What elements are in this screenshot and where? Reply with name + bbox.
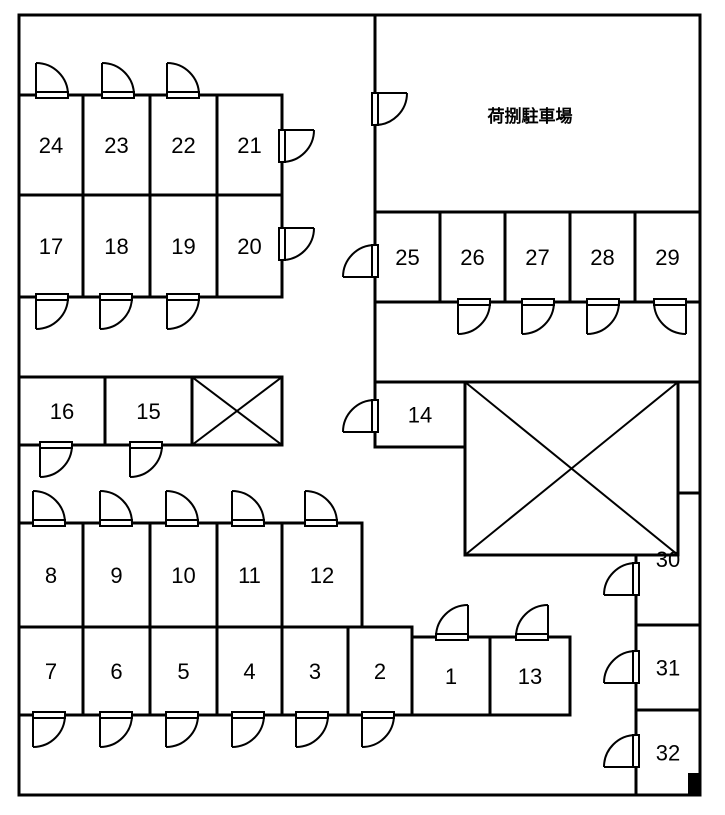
door-icon xyxy=(231,490,265,527)
room-number: 21 xyxy=(237,133,261,158)
room-number: 17 xyxy=(39,234,63,259)
room-number: 19 xyxy=(171,234,195,259)
room-4 xyxy=(215,625,284,717)
room-number: 8 xyxy=(45,563,57,588)
room-number: 15 xyxy=(136,399,160,424)
door-icon xyxy=(515,604,549,641)
room-number: 28 xyxy=(590,245,614,270)
door-icon xyxy=(603,562,640,596)
door-icon xyxy=(32,711,66,748)
door-icon xyxy=(165,490,199,527)
door-icon xyxy=(35,62,69,99)
door-icon xyxy=(278,227,315,261)
door-icon xyxy=(35,293,69,330)
room-number: 5 xyxy=(177,659,189,684)
room-number: 24 xyxy=(39,133,63,158)
room-number: 25 xyxy=(395,245,419,270)
room-number: 30 xyxy=(656,547,680,572)
door-icon xyxy=(435,604,469,641)
shaft-void xyxy=(463,380,680,557)
room-number: 3 xyxy=(309,659,321,684)
room-21 xyxy=(215,93,284,197)
door-icon xyxy=(99,711,133,748)
room-number: 31 xyxy=(656,655,680,680)
room-26 xyxy=(438,210,507,304)
corner-marker xyxy=(688,773,700,795)
room-number: 6 xyxy=(110,659,122,684)
door-icon xyxy=(231,711,265,748)
door-icon xyxy=(99,490,133,527)
room-number: 23 xyxy=(104,133,128,158)
room-number: 1 xyxy=(445,664,457,689)
door-icon xyxy=(99,293,133,330)
room-number: 11 xyxy=(238,563,261,588)
loading-parking-area xyxy=(373,13,702,214)
room-number: 16 xyxy=(50,399,74,424)
door-icon xyxy=(295,711,329,748)
door-icon xyxy=(457,298,491,335)
room-number: 7 xyxy=(45,659,57,684)
room-number: 32 xyxy=(656,740,680,765)
room-28 xyxy=(568,210,637,304)
shaft-void xyxy=(190,375,284,447)
room-number: 9 xyxy=(110,563,122,588)
room-8 xyxy=(17,521,85,629)
door-icon xyxy=(342,244,379,278)
door-icon xyxy=(603,734,640,768)
room-number: 12 xyxy=(310,563,334,588)
door-icon xyxy=(361,711,395,748)
door-icon xyxy=(129,441,163,478)
door-icon xyxy=(39,441,73,478)
room-number: 20 xyxy=(237,234,261,259)
door-icon xyxy=(304,490,338,527)
room-number: 29 xyxy=(655,245,679,270)
room-number: 22 xyxy=(171,133,195,158)
room-20 xyxy=(215,193,284,299)
door-icon xyxy=(166,62,200,99)
room-number: 18 xyxy=(104,234,128,259)
room-15 xyxy=(103,375,194,447)
room-9 xyxy=(81,521,152,629)
room-number: 27 xyxy=(525,245,549,270)
door-icon xyxy=(371,92,408,126)
room-number: 2 xyxy=(374,659,386,684)
room-12 xyxy=(280,521,364,629)
door-icon xyxy=(342,399,379,433)
room-number: 10 xyxy=(171,563,195,588)
door-icon xyxy=(32,490,66,527)
room-number: 26 xyxy=(460,245,484,270)
room-number: 13 xyxy=(518,664,542,689)
room-2 xyxy=(346,625,414,717)
door-icon xyxy=(165,711,199,748)
room-number: 14 xyxy=(408,402,432,427)
door-icon xyxy=(653,298,687,335)
door-icon xyxy=(166,293,200,330)
room-16 xyxy=(17,375,107,447)
parking-label: 荷捌駐車場 xyxy=(488,106,573,127)
door-icon xyxy=(603,650,640,684)
door-icon xyxy=(101,62,135,99)
room-number: 4 xyxy=(243,659,255,684)
door-icon xyxy=(278,129,315,163)
room-18 xyxy=(81,193,152,299)
door-icon xyxy=(521,298,555,335)
door-icon xyxy=(586,298,620,335)
